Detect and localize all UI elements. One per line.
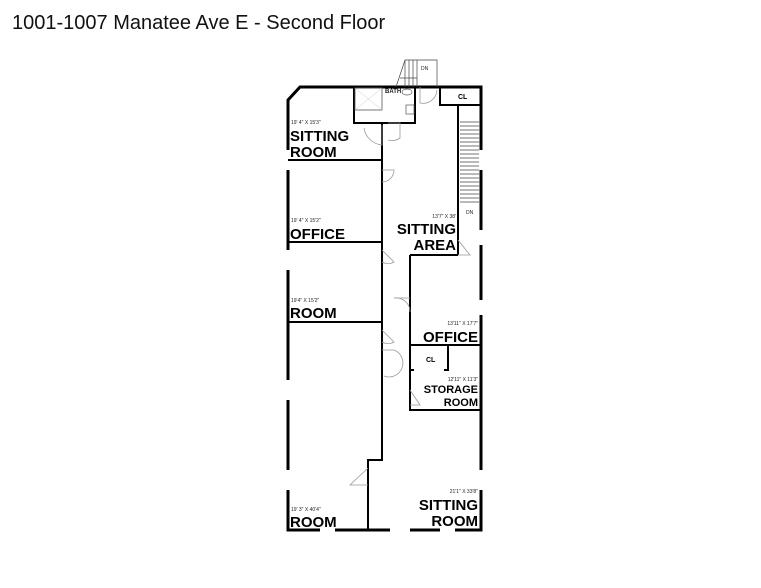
down-label-top: DN xyxy=(421,66,429,72)
room-sitting-room-top: 19' 4" X 15'3" SITTING ROOM xyxy=(290,120,349,161)
room-room-bottom: 19' 3" X 40'4" ROOM xyxy=(290,507,337,531)
down-label-right: DN xyxy=(466,210,474,216)
room-sitting-area: 13'7" X 38' SITTING AREA xyxy=(397,214,456,254)
door-swings xyxy=(348,87,471,486)
room-office-right: 13'11" X 17'7" OFFICE xyxy=(423,321,478,346)
floor-plan-title: 1001-1007 Manatee Ave E - Second Floor xyxy=(12,12,386,34)
exterior-wall xyxy=(286,85,483,532)
room-storage-room: 12'11" X 11'3" STORAGE ROOM xyxy=(424,377,478,409)
room-sitting-room-bottom: 21'1" X 33'8" SITTING ROOM xyxy=(419,489,478,530)
windows xyxy=(286,150,483,532)
svg-text:SITTING: SITTING xyxy=(290,128,349,145)
svg-text:STORAGE: STORAGE xyxy=(424,384,478,396)
svg-text:ROOM: ROOM xyxy=(290,305,337,322)
interior-walls xyxy=(288,123,481,530)
toilet-icon xyxy=(401,88,413,96)
room-office-left: 19' 4" X 15'2" OFFICE xyxy=(290,218,345,243)
room-room-middle: 19'4" X 15'2" ROOM xyxy=(290,298,337,322)
svg-text:ROOM: ROOM xyxy=(290,144,337,161)
right-stairs: DN xyxy=(457,105,479,255)
svg-text:12'11" X 11'3": 12'11" X 11'3" xyxy=(448,377,479,383)
svg-text:OFFICE: OFFICE xyxy=(290,226,345,243)
svg-text:19'4" X 15'2": 19'4" X 15'2" xyxy=(291,298,319,304)
closet-wall xyxy=(439,87,481,106)
bath-label: BATH xyxy=(385,89,401,95)
svg-text:19' 4" X 15'2": 19' 4" X 15'2" xyxy=(291,218,321,224)
closet-label-mid: CL xyxy=(426,357,436,364)
sink-icon xyxy=(405,104,415,115)
closet-label-top: CL xyxy=(458,94,468,101)
svg-text:ROOM: ROOM xyxy=(444,397,478,409)
svg-text:19' 3" X 40'4": 19' 3" X 40'4" xyxy=(291,507,321,513)
svg-text:13'11" X 17'7": 13'11" X 17'7" xyxy=(447,321,478,327)
svg-text:OFFICE: OFFICE xyxy=(423,329,478,346)
svg-text:19' 4" X 15'3": 19' 4" X 15'3" xyxy=(291,120,321,126)
svg-text:13'7" X 38': 13'7" X 38' xyxy=(432,214,456,220)
top-stairs: DN xyxy=(395,59,438,88)
svg-text:SITTING: SITTING xyxy=(397,221,456,238)
svg-text:ROOM: ROOM xyxy=(431,513,478,530)
bathroom: BATH xyxy=(353,87,416,124)
svg-text:ROOM: ROOM xyxy=(290,514,337,531)
svg-text:21'1" X 33'8": 21'1" X 33'8" xyxy=(450,489,478,495)
svg-text:SITTING: SITTING xyxy=(419,497,478,514)
svg-text:AREA: AREA xyxy=(413,237,456,254)
